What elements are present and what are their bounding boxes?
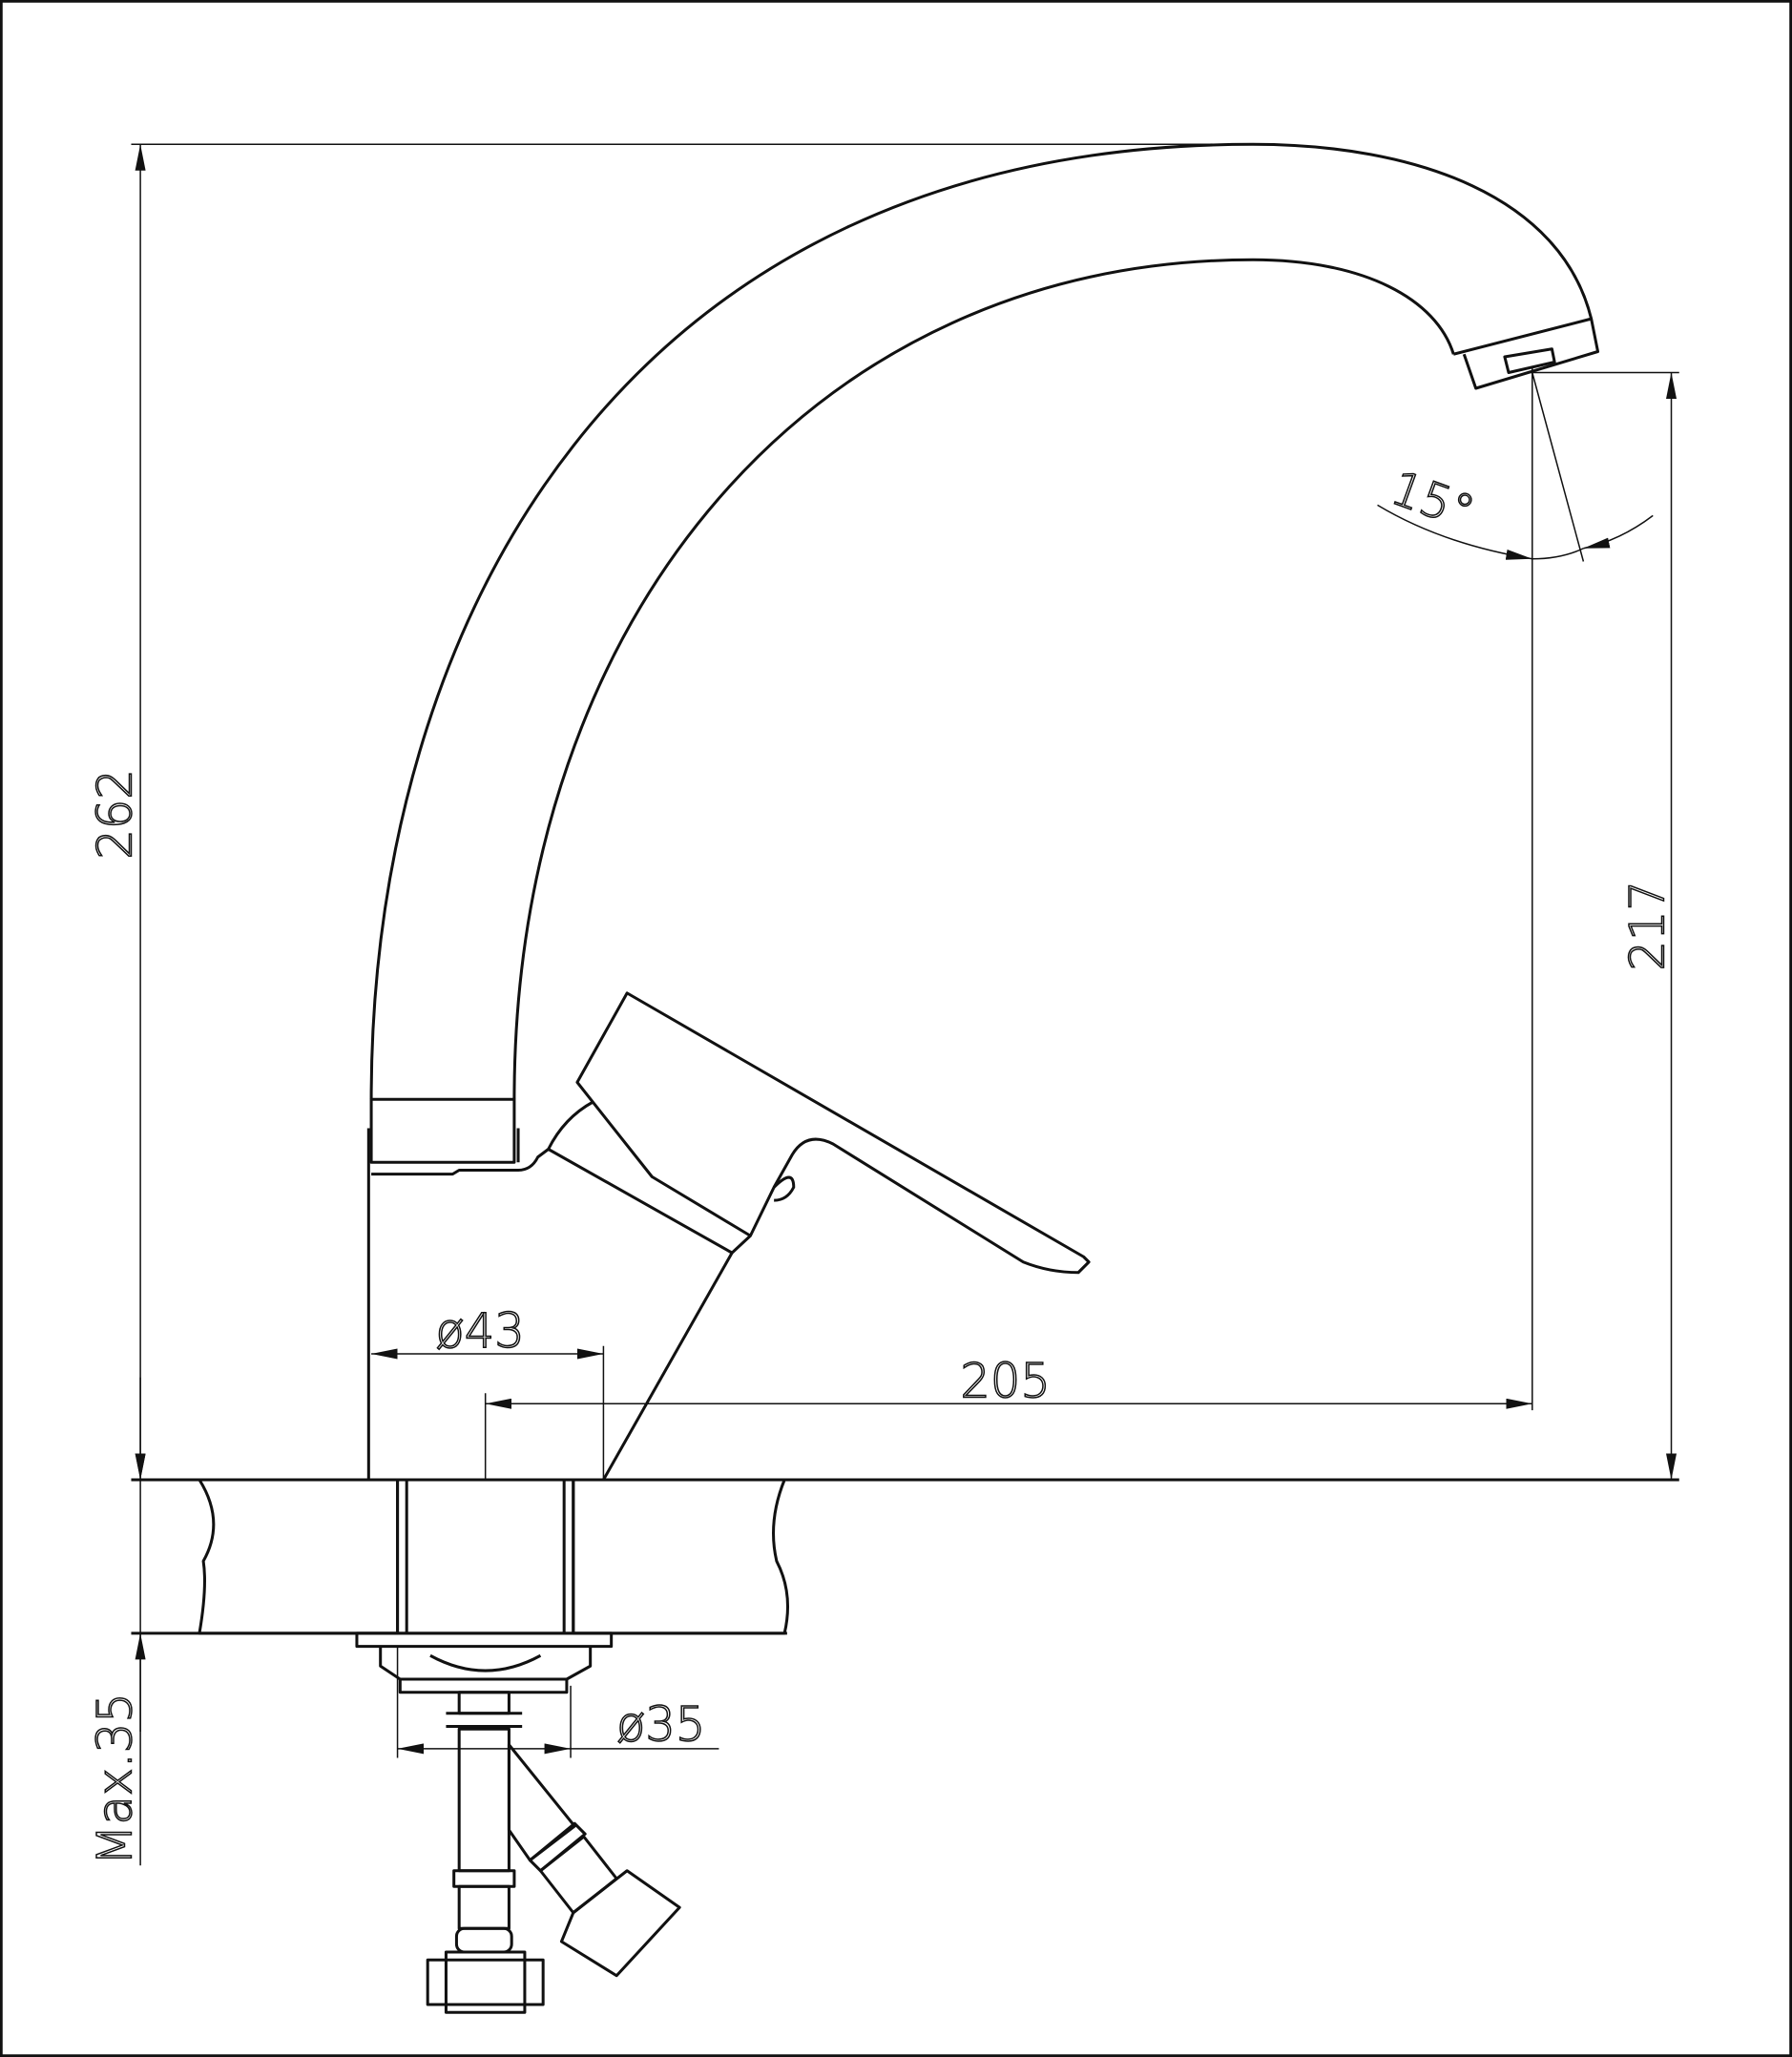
dim-35-label: ø35 [616,1697,705,1753]
dim-43-label: ø43 [435,1303,524,1359]
dim-262-label: 262 [87,769,142,859]
dimension-hole-diameter: ø35 [396,1646,719,1758]
dim-max35-label: Max.35 [87,1693,142,1865]
dimension-counter-thickness: Max.35 [87,1377,146,1866]
dim-205-label: 205 [960,1353,1050,1408]
countertop [131,1478,1679,1635]
dim-217-label: 217 [1619,881,1675,970]
mounting-nut [355,1631,614,1694]
dimension-spout-height: 217 [1528,371,1679,1480]
spout [369,142,1600,1100]
supply-hoses [426,1691,681,2014]
dim-15deg-label: 15° [1384,460,1481,541]
faucet-body [366,991,1091,1481]
dimension-spout-angle: 15° [1377,372,1654,562]
dimension-total-height: 262 [87,143,1220,1480]
dimension-body-diameter: ø43 [371,1302,605,1480]
dimension-reach: 205 [484,367,1533,1480]
